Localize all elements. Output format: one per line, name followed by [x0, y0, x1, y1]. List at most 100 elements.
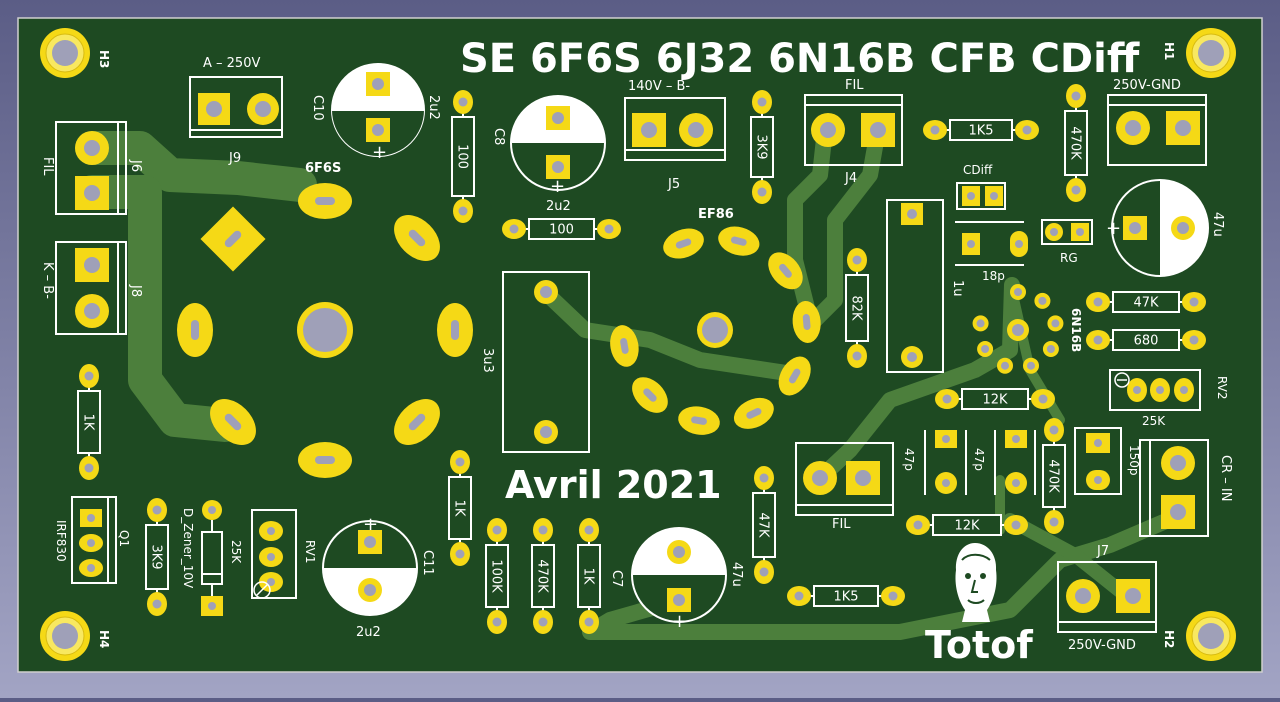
capacitor-1u: 1u [886, 199, 965, 373]
resistor-470k-top-value: 470K [1068, 126, 1083, 160]
tube-6f6s-label: 6F6S [305, 161, 341, 176]
resistor-680-value: 680 [1134, 334, 1159, 349]
c8-ref: C8 [491, 128, 506, 145]
c-3u3-value: 3u3 [480, 348, 495, 373]
resistor-1k5-bottom-value: 1K5 [833, 590, 858, 605]
connector-j1: 250V-GND [1107, 78, 1207, 166]
rv1-value: 25K [229, 540, 243, 564]
resistor-1k-mid: 1K [448, 450, 472, 566]
j4-label: FIL [845, 78, 864, 93]
capacitor-18p: 18p [955, 221, 1028, 283]
resistor-1k5-top-value: 1K5 [968, 124, 993, 139]
j5-label: 140V – B- [628, 79, 690, 94]
rv1-ref: RV1 [303, 540, 317, 564]
capacitor-3u3: 3u3 [480, 271, 590, 453]
c11-ref: C11 [420, 550, 435, 576]
capacitor-47p-a: 47p [902, 430, 967, 495]
cdiff-value: CDiff [963, 163, 993, 177]
resistor-47k-right-value: 47K [1133, 296, 1159, 311]
c-18p-value: 18p [982, 269, 1005, 283]
resistor-1k-left-value: 1K [81, 414, 96, 431]
connector-j9: A – 250V J9 [189, 56, 283, 166]
tube-socket-6f6s: 6F6S [177, 161, 473, 478]
resistor-1k-bottom: 1K [577, 518, 601, 634]
c8-value: 2u2 [546, 199, 571, 214]
resistor-100-horizontal-value: 100 [549, 223, 574, 238]
board-date: Avril 2021 [505, 463, 722, 507]
board-author: Totof [925, 623, 1033, 667]
j4-ref: J4 [844, 171, 857, 186]
rv2-ref: RV2 [1215, 376, 1229, 400]
resistor-3k9-bottom-value: 3K9 [149, 544, 164, 569]
j6-label: FIL [40, 157, 55, 176]
tube-ef86-label: EF86 [698, 207, 734, 222]
resistor-470k-bottom: 470K [531, 518, 555, 634]
capacitor-47p-b: 47p [972, 430, 1036, 495]
resistor-3k9-top-value: 3K9 [754, 134, 769, 159]
resistor-470k-top: 470K [1064, 84, 1088, 202]
resistor-1k-mid-value: 1K [452, 500, 467, 517]
j7-label: 250V-GND [1068, 638, 1136, 653]
j9-ref: J9 [228, 151, 241, 166]
author-logo-icon [955, 543, 997, 622]
j7-ref: J7 [1096, 544, 1109, 559]
j8-label: K – B- [40, 262, 55, 299]
connector-j2: CR – IN [1139, 439, 1233, 537]
resistor-680: 680 [1086, 329, 1206, 351]
resistor-47k-mid-value: 47K [756, 512, 771, 538]
resistor-100k: 100K [485, 518, 509, 634]
trimmer-rv1: 25K RV1 [229, 509, 317, 599]
resistor-82k: 82K [845, 248, 869, 368]
resistor-47k-mid: 47K [752, 466, 776, 584]
resistor-470k-mid: 470K [1042, 418, 1066, 534]
resistor-100-vertical-value: 100 [455, 144, 470, 169]
capacitor-c10: + C10 2u2 [310, 63, 441, 163]
transistor-q1: Q1 IRF830 [54, 496, 131, 584]
resistor-100k-value: 100K [489, 559, 504, 593]
h1-label: H1 [1162, 42, 1176, 60]
c7-ref: C7 [609, 570, 624, 587]
capacitor-c11: + C11 2u2 [322, 514, 435, 640]
rg-label: RG [1060, 251, 1078, 265]
c11-value: 2u2 [356, 625, 381, 640]
zener-value: D_Zener_10V [181, 508, 195, 589]
connector-j4: FIL J4 [804, 78, 903, 186]
j8-ref: J8 [128, 284, 143, 297]
q1-value: IRF830 [54, 520, 68, 562]
tube-6n16b-label: 6N16B [1069, 308, 1083, 352]
resistor-82k-value: 82K [849, 295, 864, 321]
board-title: SE 6F6S 6J32 6N16B CFB CDiff [460, 36, 1140, 82]
j5-ref: J5 [667, 177, 680, 192]
c-1u-value: 1u [950, 280, 965, 297]
capacitor-c8: + C8 2u2 [491, 95, 606, 214]
diode-zener: D_Zener_10V [181, 500, 223, 616]
resistor-470k-bottom-value: 470K [535, 559, 550, 593]
connector-j8: K – B- J8 [40, 241, 143, 335]
c-150p-value: 150p [1127, 445, 1141, 476]
svg-text:+: + [372, 142, 387, 163]
resistor-3k9-bottom: 3K9 [145, 498, 169, 616]
pad-rg: RG [1041, 219, 1093, 265]
resistor-1k5-bottom: 1K5 [787, 585, 905, 607]
c-47p-b-value: 47p [972, 448, 986, 471]
j9-label: A – 250V [203, 56, 260, 71]
mounting-holes: H3 H1 H4 H2 [39, 27, 1237, 662]
svg-text:+: + [1106, 218, 1121, 239]
h4-label: H4 [97, 630, 111, 648]
j3-label: FIL [832, 517, 851, 532]
resistor-3k9-top: 3K9 [750, 90, 774, 204]
c10-value: 2u2 [426, 95, 441, 120]
resistor-100-vertical: 100 [451, 90, 475, 223]
resistor-1k-left: 1K [77, 364, 101, 480]
c10-ref: C10 [310, 95, 325, 121]
j2-label: CR – IN [1218, 455, 1233, 501]
capacitor-cdiff: CDiff [956, 163, 1006, 210]
rv2-value: 25K [1142, 414, 1166, 428]
svg-text:+: + [363, 514, 378, 535]
c-47p-a-value: 47p [902, 448, 916, 471]
resistor-1k5-top: 1K5 [923, 119, 1039, 141]
connector-j5: 140V – B- J5 [624, 79, 726, 192]
resistor-12k-b-value: 12K [954, 519, 980, 534]
capacitor-150p: 150p [1074, 427, 1141, 495]
